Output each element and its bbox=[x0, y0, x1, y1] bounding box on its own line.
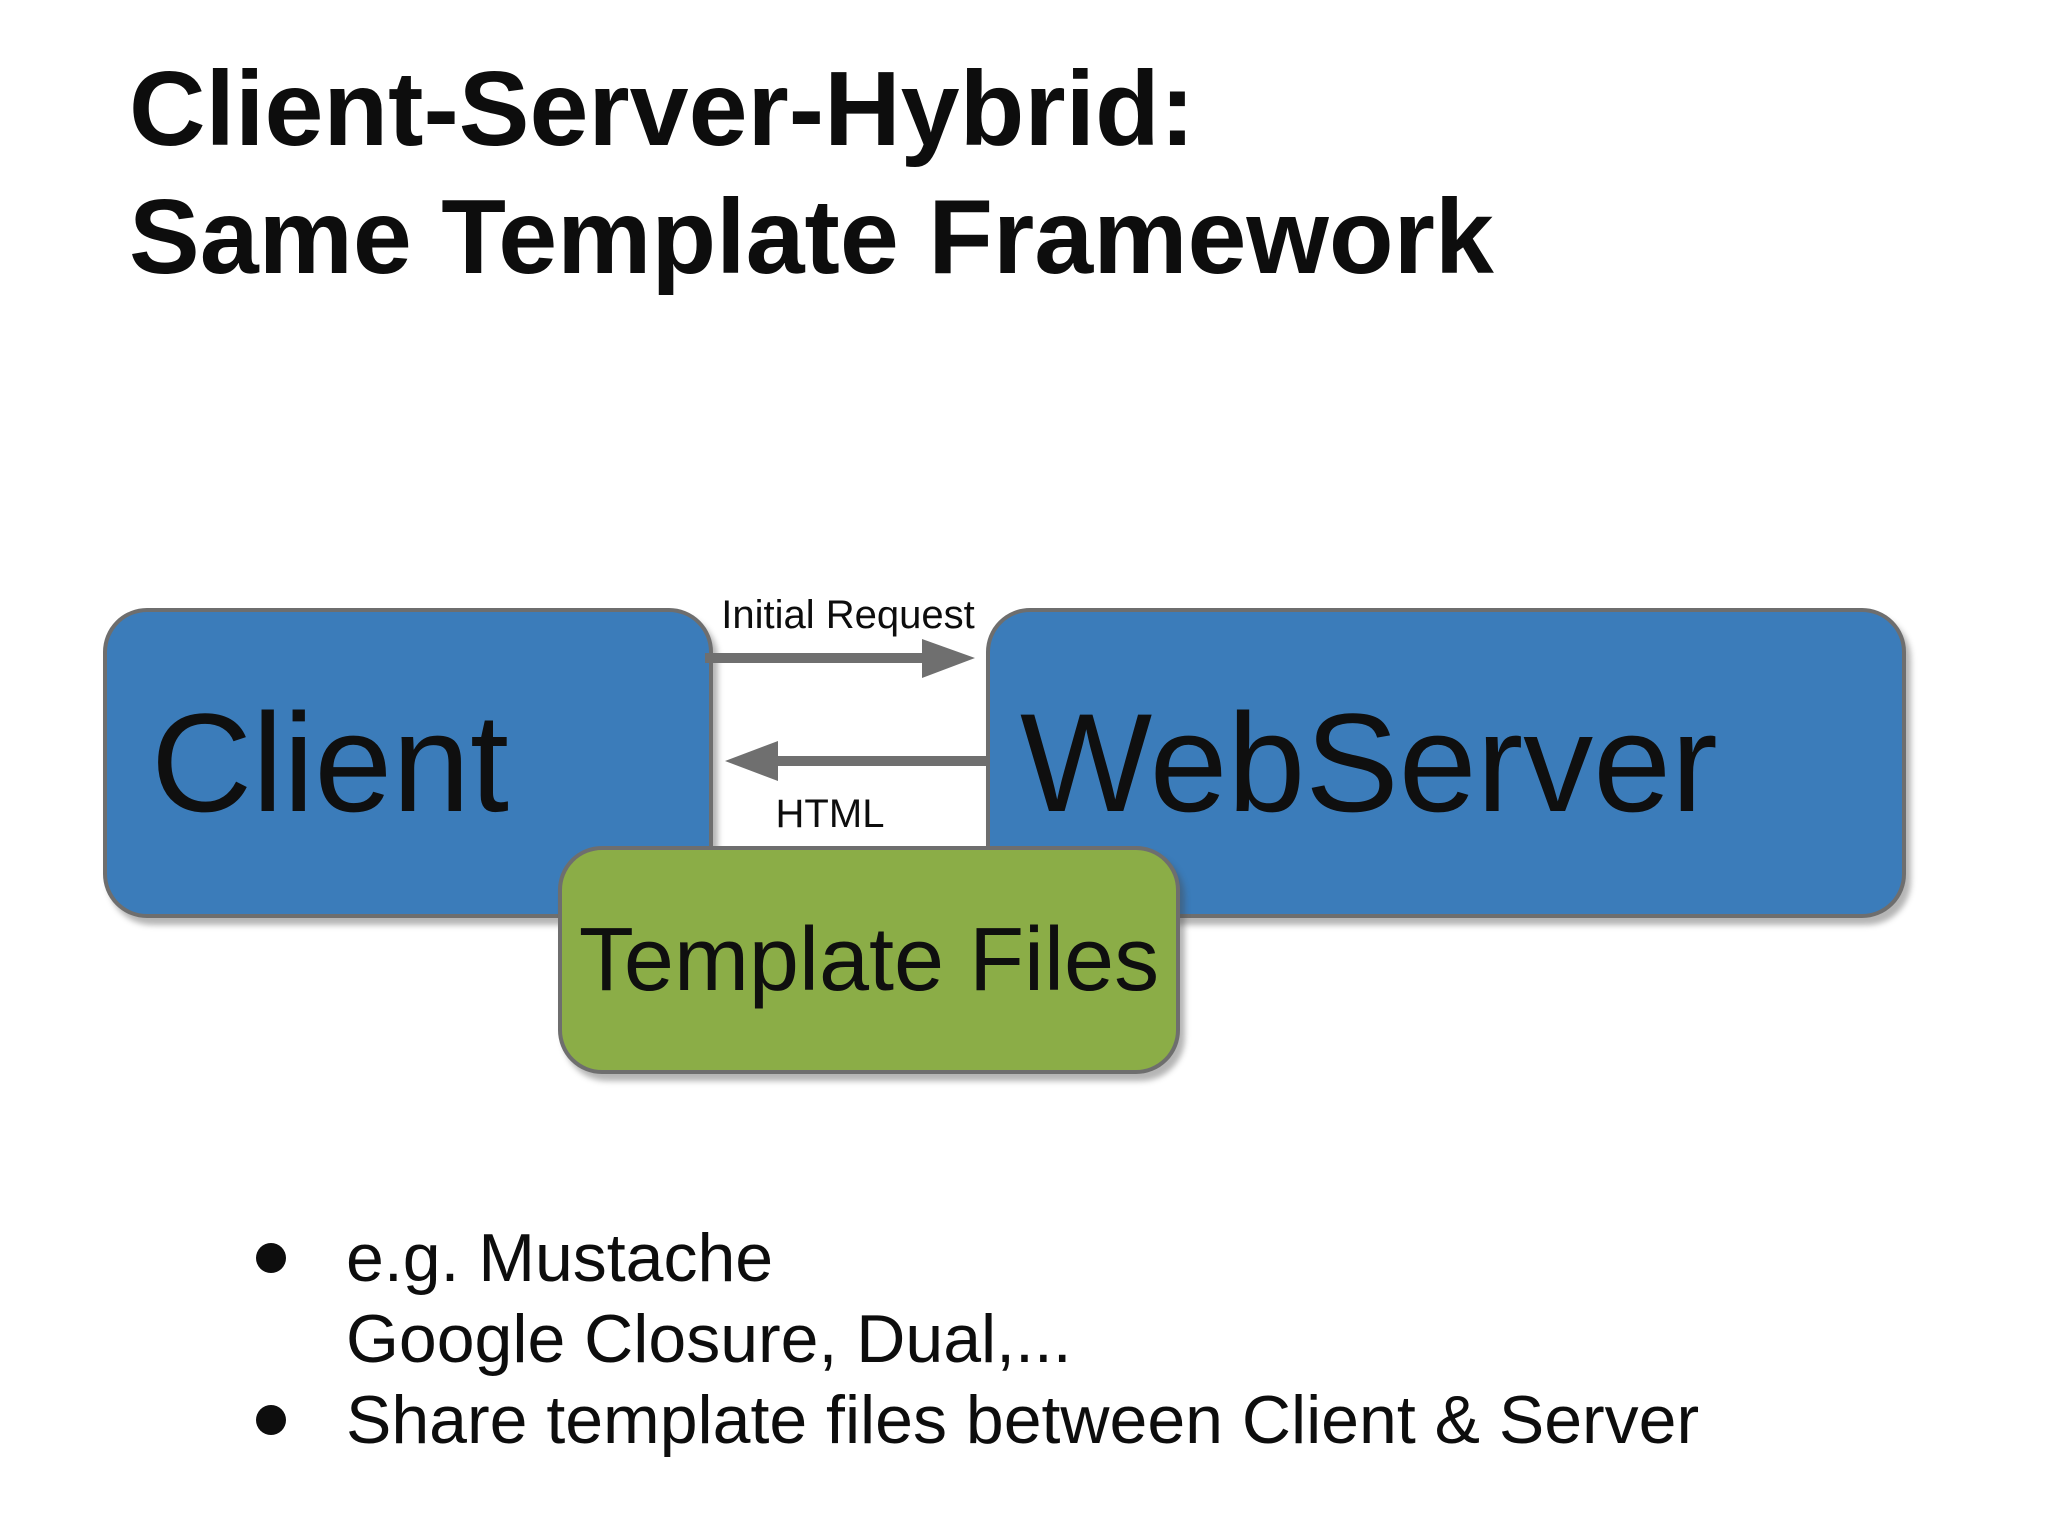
template-files-box: Template Files bbox=[558, 846, 1180, 1074]
client-box: Client bbox=[103, 608, 713, 918]
request-response-arrows bbox=[705, 639, 986, 781]
slide-title: Client-Server-Hybrid: Same Template Fram… bbox=[129, 45, 1494, 301]
html-label: HTML bbox=[775, 792, 885, 836]
bullet-dot-icon bbox=[256, 1405, 286, 1435]
title-line-1: Client-Server-Hybrid: bbox=[129, 50, 1196, 168]
webserver-box-label: WebServer bbox=[1020, 684, 1718, 841]
bullet-line: e.g. Mustache bbox=[346, 1220, 774, 1296]
title-line-2: Same Template Framework bbox=[129, 178, 1494, 296]
bullet-item-text: e.g. Mustache Google Closure, Dual,... bbox=[346, 1218, 1072, 1380]
list-item: Share template files between Client & Se… bbox=[256, 1380, 1699, 1461]
client-box-label: Client bbox=[151, 684, 509, 841]
arrow-left-icon bbox=[725, 741, 986, 781]
initial-request-label: Initial Request bbox=[721, 593, 975, 637]
bullet-item-text: Share template files between Client & Se… bbox=[346, 1380, 1699, 1461]
bullet-list: e.g. Mustache Google Closure, Dual,... S… bbox=[256, 1218, 1699, 1461]
list-item: e.g. Mustache Google Closure, Dual,... bbox=[256, 1218, 1699, 1380]
template-files-label: Template Files bbox=[578, 910, 1160, 1010]
bullet-line: Google Closure, Dual,... bbox=[346, 1301, 1072, 1377]
bullet-dot-icon bbox=[256, 1243, 286, 1273]
bullet-line: Share template files between Client & Se… bbox=[346, 1382, 1700, 1458]
webserver-box: WebServer bbox=[986, 608, 1906, 918]
arrow-right-icon bbox=[705, 639, 975, 678]
